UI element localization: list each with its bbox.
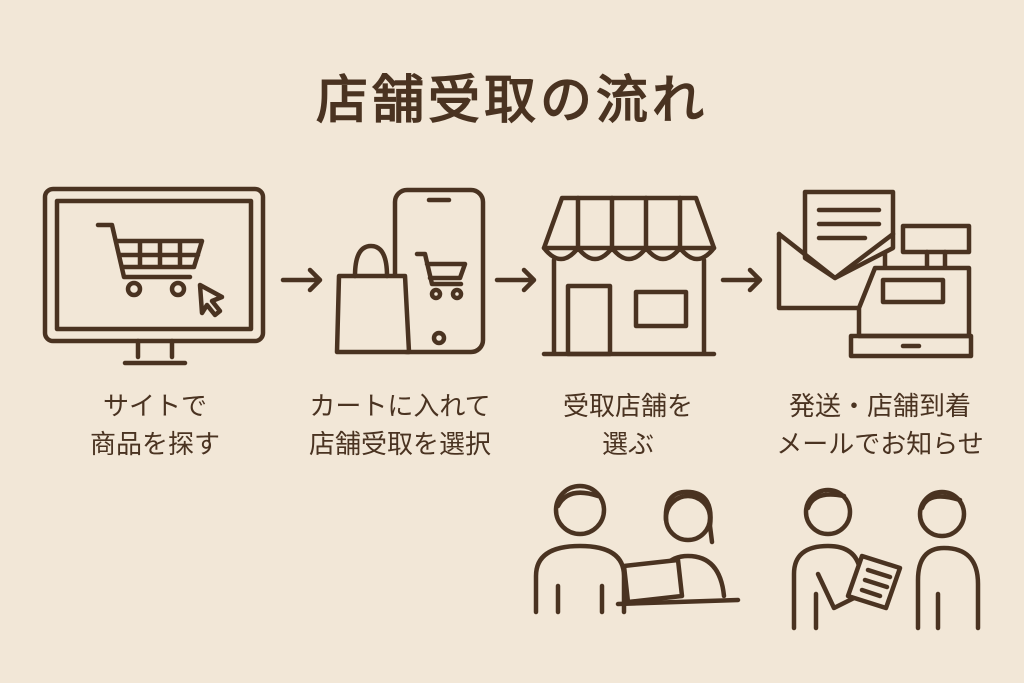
label-line: メールでお知らせ [776,430,984,460]
store-icon [541,195,717,357]
arrow-right-icon [494,267,537,293]
label-line: サイトで [102,392,207,422]
label-line: 商品を探す [89,430,220,460]
label-line: 発送・店舗到着 [788,392,971,422]
arrow-right-icon [280,267,323,293]
label-line: カートに入れて [309,392,491,422]
label-line: 受取店舗を [562,392,693,422]
step-label-3: 受取店舗を選ぶ [508,388,748,464]
mail-register-icon [776,189,974,359]
step-label-4: 発送・店舗到着メールでお知らせ [760,388,1000,464]
arrow-right-icon [720,267,763,293]
smartphone-bag-icon [334,187,486,355]
customer-staff-laptop-icon [533,483,741,615]
computer-cart-icon [42,186,266,366]
label-line: 店舗受取を選択 [308,430,491,460]
page-title: 店舗受取の流れ [315,71,708,131]
step-label-2: カートに入れて店舗受取を選択 [280,388,520,464]
staff-customer-document-icon [791,487,981,631]
step-label-1: サイトで商品を探す [35,388,275,464]
label-line: 選ぶ [601,430,654,460]
